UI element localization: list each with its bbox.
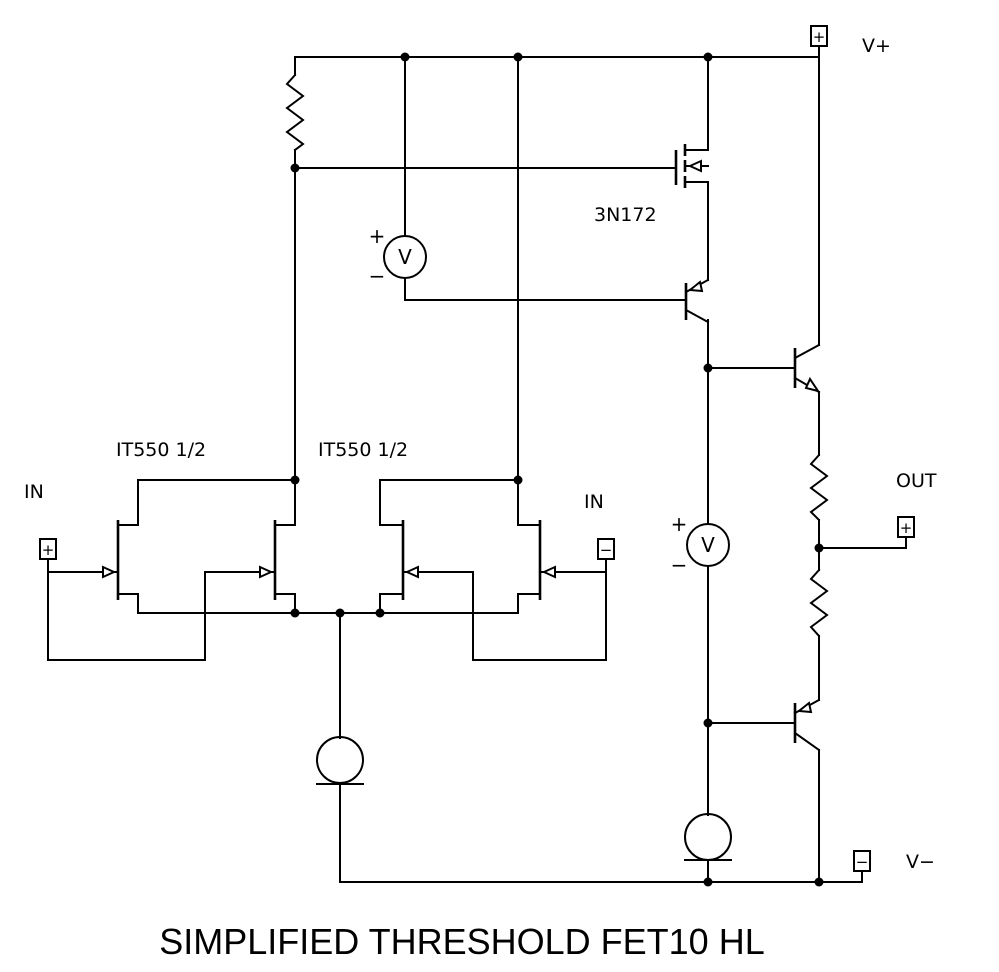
label-out: OUT [896, 470, 937, 492]
terminal-in-minus[interactable]: − [597, 538, 615, 560]
voltage-source-minus: − [369, 264, 386, 288]
voltage-source-symbol: V [701, 533, 715, 557]
terminal-plus-glyph: + [900, 519, 913, 537]
junction-dot [290, 475, 300, 485]
transistor-q3 [793, 343, 821, 394]
junction-dot [703, 718, 713, 728]
junction-dot [290, 608, 300, 618]
junction-dot [703, 52, 713, 62]
mosfet-3n172 [674, 144, 709, 188]
label-vminus: V− [906, 851, 935, 873]
voltage-source-center: V + − [671, 512, 730, 577]
terminal-out[interactable]: + [897, 516, 915, 538]
voltage-source-plus: + [671, 512, 688, 536]
current-source-right [684, 813, 732, 861]
label-fet-left: IT550 1/2 [116, 439, 206, 461]
resistor-r1 [285, 73, 305, 152]
junction-dot [814, 543, 824, 553]
junction-dot [290, 163, 300, 173]
junction-dot [513, 52, 523, 62]
diagram-title: SIMPLIFIED THRESHOLD FET10 HL [159, 921, 764, 962]
jfet-pair-left [102, 520, 277, 600]
transistor-q1 [684, 278, 710, 324]
resistor-r3 [809, 568, 829, 638]
terminal-in-plus[interactable]: + [39, 538, 57, 560]
voltage-source-left: V + − [369, 224, 427, 288]
voltage-source-symbol: V [398, 245, 412, 269]
junction-dot [513, 475, 523, 485]
voltage-source-minus: − [671, 553, 688, 577]
label-fet-right: IT550 1/2 [318, 439, 408, 461]
terminal-plus-glyph: + [813, 28, 826, 46]
resistor-r2 [809, 453, 829, 522]
current-source-left [316, 736, 364, 785]
junction-dot [375, 608, 385, 618]
voltage-source-plus: + [369, 224, 386, 248]
label-vplus: V+ [862, 35, 891, 57]
transistor-q4 [793, 698, 821, 752]
label-in-right: IN [584, 491, 604, 513]
terminal-minus-glyph: − [600, 541, 613, 559]
junction-dot [400, 52, 410, 62]
junction-dot [703, 363, 713, 373]
label-mosfet: 3N172 [594, 204, 657, 226]
terminal-plus-glyph: + [42, 541, 55, 559]
terminal-vminus[interactable]: − [853, 850, 871, 872]
terminal-vplus[interactable]: + [810, 25, 828, 47]
junction-dots [290, 52, 824, 887]
jfet-pair-right [401, 520, 556, 600]
terminal-minus-glyph: − [856, 853, 869, 871]
junction-dot [335, 608, 345, 618]
junction-dot [814, 877, 824, 887]
label-in-left: IN [24, 481, 44, 503]
wires [47, 47, 907, 883]
junction-dot [703, 877, 713, 887]
